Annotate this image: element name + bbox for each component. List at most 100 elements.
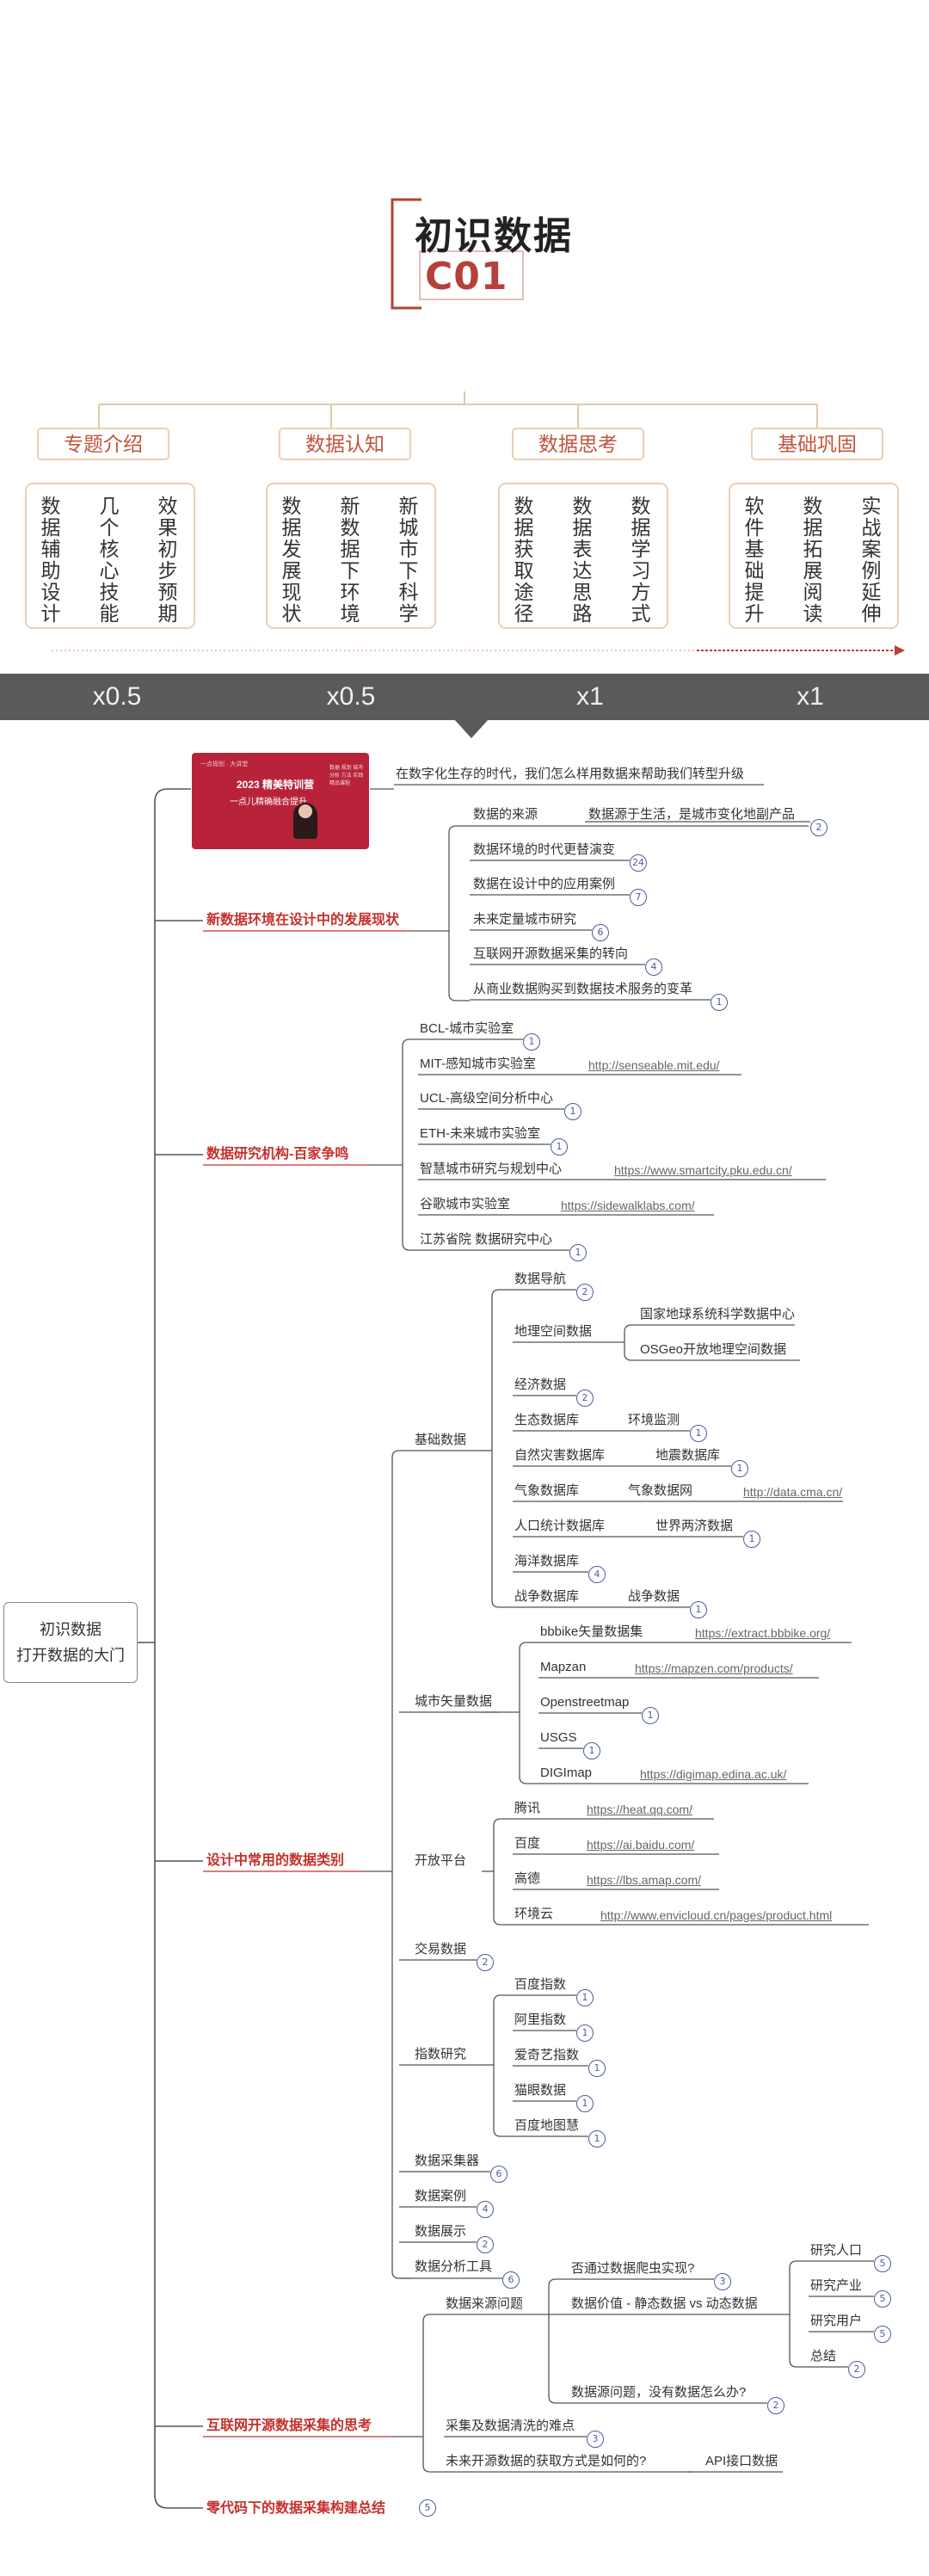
b3-basic[interactable]: 基础数据 [415, 1432, 466, 1449]
badge-b3-tools[interactable]: 6 [502, 2271, 520, 2289]
b4-val-summary[interactable]: 总结 [810, 2348, 836, 2365]
b3-met[interactable]: 气象数据库 [514, 1482, 579, 1500]
badge-b3-display[interactable]: 2 [477, 2236, 494, 2253]
badge-b2-2[interactable]: 1 [564, 1103, 581, 1120]
badge-b3-trade[interactable]: 2 [477, 1954, 494, 1971]
badge-b1-4[interactable]: 4 [645, 958, 662, 976]
b3-ali-index[interactable]: 阿里指数 [514, 2012, 566, 2029]
b3-nav[interactable]: 数据导航 [514, 1271, 566, 1288]
b3-war-child[interactable]: 战争数据 [628, 1588, 680, 1605]
badge-b3-idx2[interactable]: 1 [588, 2060, 606, 2077]
badge-b4-crawl[interactable]: 3 [714, 2273, 731, 2290]
badge-b3-idx0[interactable]: 1 [576, 1989, 594, 2006]
badge-b1-1[interactable]: 24 [630, 854, 647, 872]
b1-item-internet[interactable]: 互联网开源数据采集的转向 [473, 946, 628, 963]
badge-b1-5[interactable]: 1 [711, 994, 728, 1011]
badge-b3-war[interactable]: 1 [690, 1601, 707, 1618]
badge-b1-2[interactable]: 7 [630, 889, 647, 906]
b3-osm[interactable]: Openstreetmap [540, 1694, 629, 1711]
b4-future[interactable]: 未来开源数据的获取方式是如何的? [446, 2453, 646, 2470]
b3-amap-link[interactable]: https://lbs.amap.com/ [587, 1871, 701, 1889]
b1-item-future[interactable]: 未来定量城市研究 [473, 911, 576, 928]
b1-item-cases[interactable]: 数据在设计中的应用案例 [473, 876, 615, 893]
b3-war[interactable]: 战争数据库 [514, 1588, 579, 1605]
b3-ecol-child[interactable]: 环境监测 [628, 1412, 680, 1429]
badge-b4-v0[interactable]: 5 [874, 2255, 891, 2272]
b3-geo-2[interactable]: OSGeo开放地理空间数据 [640, 1341, 786, 1359]
b3-met-child[interactable]: 气象数据网 [628, 1482, 692, 1500]
badge-b3-nav[interactable]: 2 [576, 1284, 594, 1301]
b3-sea[interactable]: 海洋数据库 [514, 1553, 579, 1570]
badge-b4-nodata[interactable]: 2 [767, 2397, 784, 2414]
badge-b2-6[interactable]: 1 [569, 1244, 587, 1261]
b2-jiangsu[interactable]: 江苏省院 数据研究中心 [420, 1231, 552, 1248]
b3-geo-1[interactable]: 国家地球系统科学数据中心 [640, 1306, 795, 1323]
b3-bbbike-link[interactable]: https://extract.bbbike.org/ [695, 1624, 830, 1642]
b4-source[interactable]: 数据来源问题 [446, 2296, 523, 2313]
branch-development[interactable]: 新数据环境在设计中的发展现状 [206, 912, 399, 929]
b3-met-link[interactable]: http://data.cma.cn/ [743, 1483, 842, 1501]
b3-cases[interactable]: 数据案例 [415, 2188, 466, 2205]
b3-tencent[interactable]: 腾讯 [514, 1800, 540, 1817]
course-cover-image[interactable]: 一点规划 · 大讲堂 2023 精美特训营 一点儿精确融合提升 数据 规划 城市… [192, 753, 369, 849]
b3-iqiyi-index[interactable]: 爱奇艺指数 [514, 2047, 579, 2064]
b3-geo[interactable]: 地理空间数据 [514, 1323, 592, 1340]
b2-ucl[interactable]: UCL-高级空间分析中心 [420, 1090, 553, 1107]
b1-item-source[interactable]: 数据的来源 [473, 806, 538, 823]
badge-b4-v3[interactable]: 2 [848, 2361, 865, 2378]
b3-baidu[interactable]: 百度 [514, 1835, 540, 1852]
branch-open-source[interactable]: 互联网开源数据采集的思考 [206, 2418, 372, 2435]
b2-google-link[interactable]: https://sidewalklabs.com/ [561, 1197, 695, 1214]
b3-open[interactable]: 开放平台 [415, 1852, 466, 1870]
b4-value[interactable]: 数据价值 - 静态数据 vs 动态数据 [571, 2296, 758, 2313]
badge-b3-idx1[interactable]: 1 [576, 2024, 594, 2042]
b3-envicloud[interactable]: 环境云 [514, 1906, 553, 1923]
b2-eth[interactable]: ETH-未来城市实验室 [420, 1125, 540, 1143]
root-node[interactable]: 初识数据 打开数据的大门 [3, 1602, 138, 1683]
badge-summary[interactable]: 5 [419, 2499, 436, 2517]
b3-baidu-map-hui[interactable]: 百度地图慧 [514, 2117, 579, 2135]
badge-b2-3[interactable]: 1 [551, 1138, 568, 1156]
badge-b3-cases[interactable]: 4 [477, 2201, 494, 2218]
badge-b4-v1[interactable]: 5 [874, 2290, 891, 2308]
branch-summary[interactable]: 零代码下的数据采集构建总结 [206, 2500, 385, 2517]
b2-pku-link[interactable]: https://www.smartcity.pku.edu.cn/ [614, 1162, 792, 1179]
b3-digimap-link[interactable]: https://digimap.edina.ac.uk/ [640, 1766, 786, 1783]
badge-b2-0[interactable]: 1 [523, 1033, 540, 1051]
b3-ecol[interactable]: 生态数据库 [514, 1412, 579, 1429]
b2-google[interactable]: 谷歌城市实验室 [420, 1196, 510, 1213]
b3-eco[interactable]: 经济数据 [514, 1377, 566, 1394]
b3-usgs[interactable]: USGS [540, 1729, 577, 1747]
branch-institutions[interactable]: 数据研究机构-百家争鸣 [206, 1146, 348, 1163]
badge-b3-eco[interactable]: 2 [576, 1390, 594, 1407]
b3-digimap[interactable]: DIGImap [540, 1765, 592, 1782]
b3-bbbike[interactable]: bbbike矢量数据集 [540, 1624, 643, 1641]
b3-collector[interactable]: 数据采集器 [415, 2153, 479, 2170]
b3-pop[interactable]: 人口统计数据库 [514, 1518, 605, 1535]
b2-pku[interactable]: 智慧城市研究与规划中心 [420, 1161, 562, 1178]
b3-dis-child[interactable]: 地震数据库 [655, 1447, 720, 1464]
b4-val-industry[interactable]: 研究产业 [810, 2277, 862, 2295]
badge-b3-idx4[interactable]: 1 [588, 2130, 606, 2148]
b4-crawl[interactable]: 否通过数据爬虫实现? [571, 2260, 694, 2277]
badge-b3-usgs[interactable]: 1 [583, 1742, 600, 1759]
b4-val-population[interactable]: 研究人口 [810, 2242, 862, 2259]
b3-maoyan[interactable]: 猫眼数据 [514, 2082, 566, 2099]
badge-b3-pop[interactable]: 1 [743, 1531, 760, 1548]
b3-tencent-link[interactable]: https://heat.qq.com/ [587, 1801, 692, 1818]
badge-b3-ecol[interactable]: 1 [690, 1425, 707, 1442]
b3-amap[interactable]: 高德 [514, 1870, 540, 1888]
b2-mit[interactable]: MIT-感知城市实验室 [420, 1056, 536, 1073]
b4-clean[interactable]: 采集及数据清洗的难点 [446, 2418, 575, 2435]
b3-dis[interactable]: 自然灾害数据库 [514, 1447, 605, 1464]
badge-b4-clean[interactable]: 3 [587, 2431, 604, 2448]
b3-mapzan[interactable]: Mapzan [540, 1659, 586, 1676]
b3-mapzan-link[interactable]: https://mapzen.com/products/ [635, 1660, 793, 1677]
b3-tools[interactable]: 数据分析工具 [415, 2259, 492, 2276]
b1-item-evolution[interactable]: 数据环境的时代更替演变 [473, 841, 615, 859]
b1-item-source-child[interactable]: 数据源于生活，是城市变化地副产品 [588, 806, 795, 823]
b3-baidu-link[interactable]: https://ai.baidu.com/ [587, 1836, 694, 1853]
b3-trade[interactable]: 交易数据 [415, 1941, 466, 1958]
b4-val-users[interactable]: 研究用户 [810, 2313, 862, 2330]
badge-b3-dis[interactable]: 1 [731, 1460, 748, 1477]
